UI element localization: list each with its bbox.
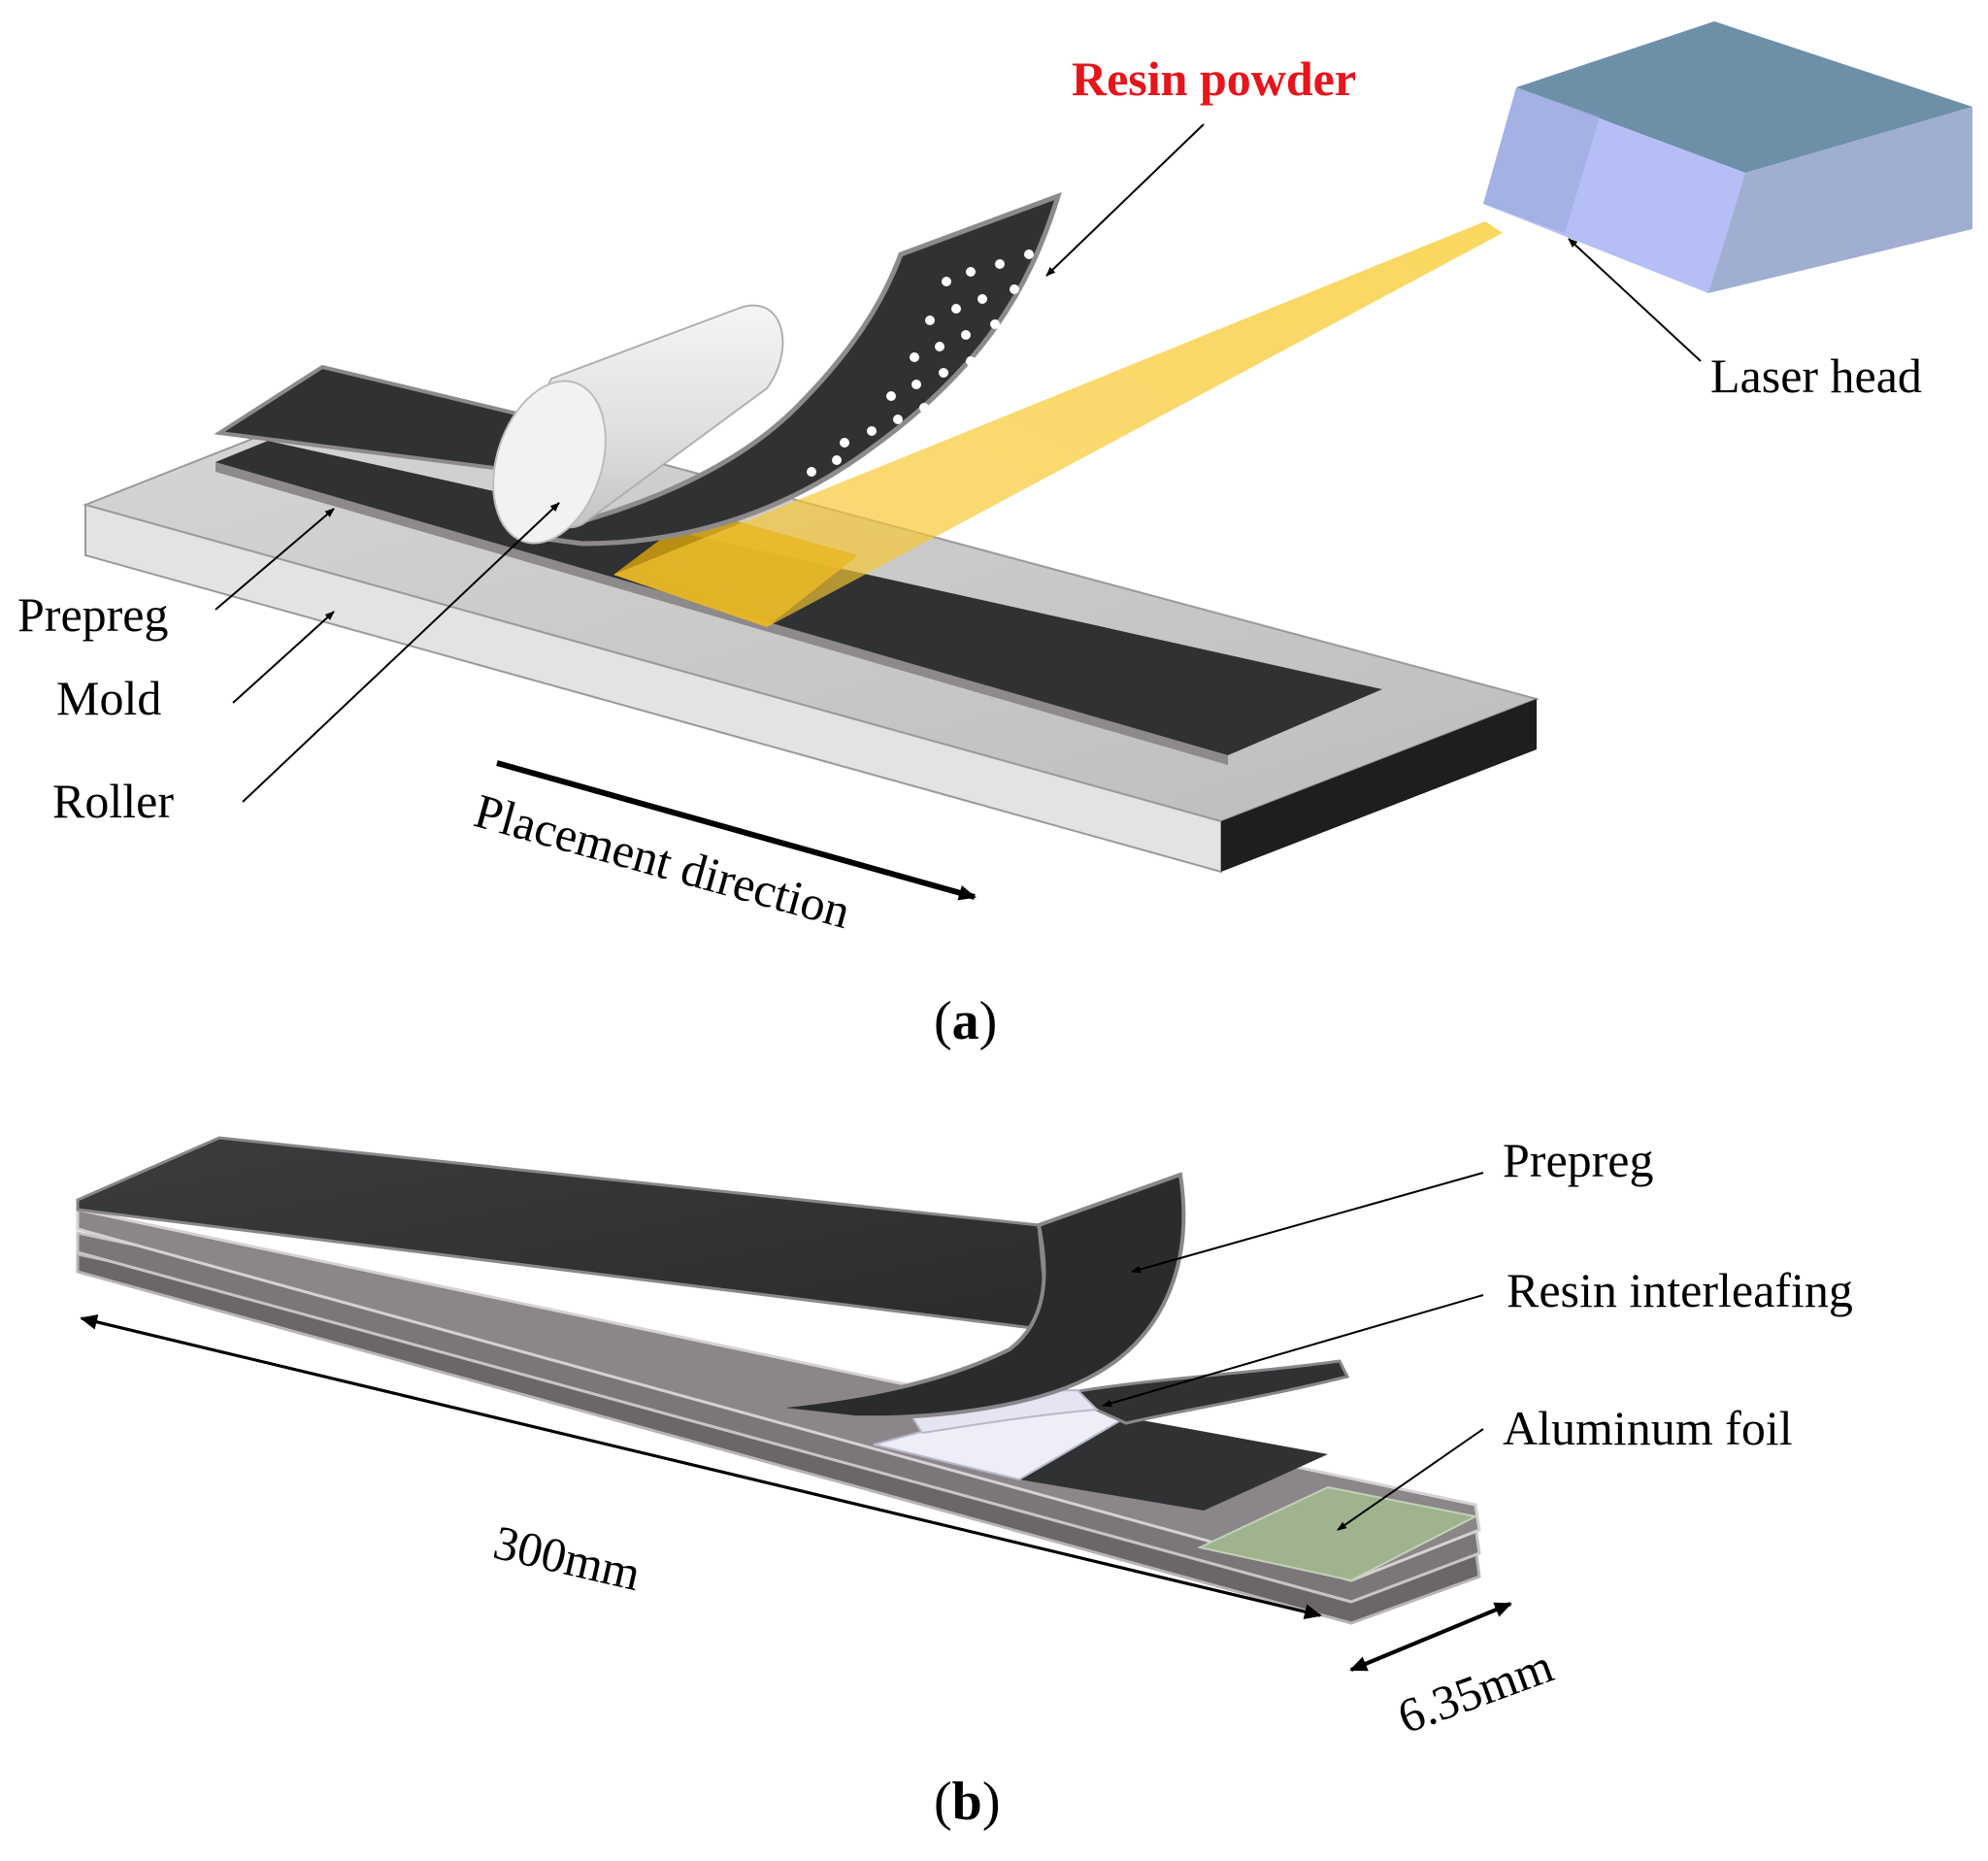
roller-end-cap [492,380,607,545]
roller-leader [242,502,560,803]
laser-head-label: Laser head [1710,349,1922,403]
prepreg-leader-b [1131,1172,1484,1274]
laser-head-leader [1568,238,1702,362]
laser-head-top [1516,21,1972,173]
resin-interleafing-leader [1102,1294,1484,1408]
width-dimension [1349,1602,1512,1672]
caption-a-letter: a [952,991,979,1051]
middle-curled-prepreg [1057,1359,1350,1425]
laser-head-side [1708,107,1972,293]
length-dimension [80,1313,1322,1620]
roller [492,304,784,545]
panel-a: Resin powder Laser head Prepreg Mold Rol… [17,21,1972,1051]
caption-b: (b) [934,1772,1000,1832]
roller-label: Roller [52,774,174,828]
placed-prepreg-edge [215,462,1228,765]
placement-direction-label: Placement direction [469,783,856,939]
prepreg-leader [215,508,335,611]
placement-direction-arrow [496,760,977,901]
lower-prepreg-exposed [1019,1417,1328,1511]
resin-powder-dots [807,249,1034,477]
resin-powder-label: Resin powder [1072,51,1356,106]
aluminum-foil [1196,1485,1479,1582]
length-label: 300mm [489,1514,646,1601]
panel-b: Prepreg Resin interleafing Aluminum foil… [76,1133,1853,1832]
resin-interleafing-label: Resin interleafing [1507,1263,1853,1317]
mold-label: Mold [56,671,161,725]
resin-powder-leader [1045,123,1205,277]
feeding-prepreg-tape [523,191,1062,547]
laser-head [1483,21,1972,293]
prepreg-label-b: Prepreg [1503,1133,1654,1187]
tape-body [523,191,1062,547]
width-label: 6.35mm [1391,1638,1561,1744]
caption-b-letter: b [952,1772,982,1832]
caption-b-close: ) [982,1772,1001,1832]
laser-head-shade [1483,87,1600,233]
caption-b-open: ( [934,1772,952,1832]
aluminum-foil-label: Aluminum foil [1503,1401,1793,1455]
caption-a: (a) [934,991,997,1051]
top-prepreg-peel [766,1172,1186,1420]
caption-a-open: ( [934,991,952,1051]
aluminum-foil-leader [1337,1428,1484,1531]
prepreg-label-a: Prepreg [17,587,169,642]
laser-beam [613,221,1503,627]
caption-a-close: ) [979,991,998,1051]
mold-leader [232,611,335,704]
mold-side-face [1221,699,1537,872]
